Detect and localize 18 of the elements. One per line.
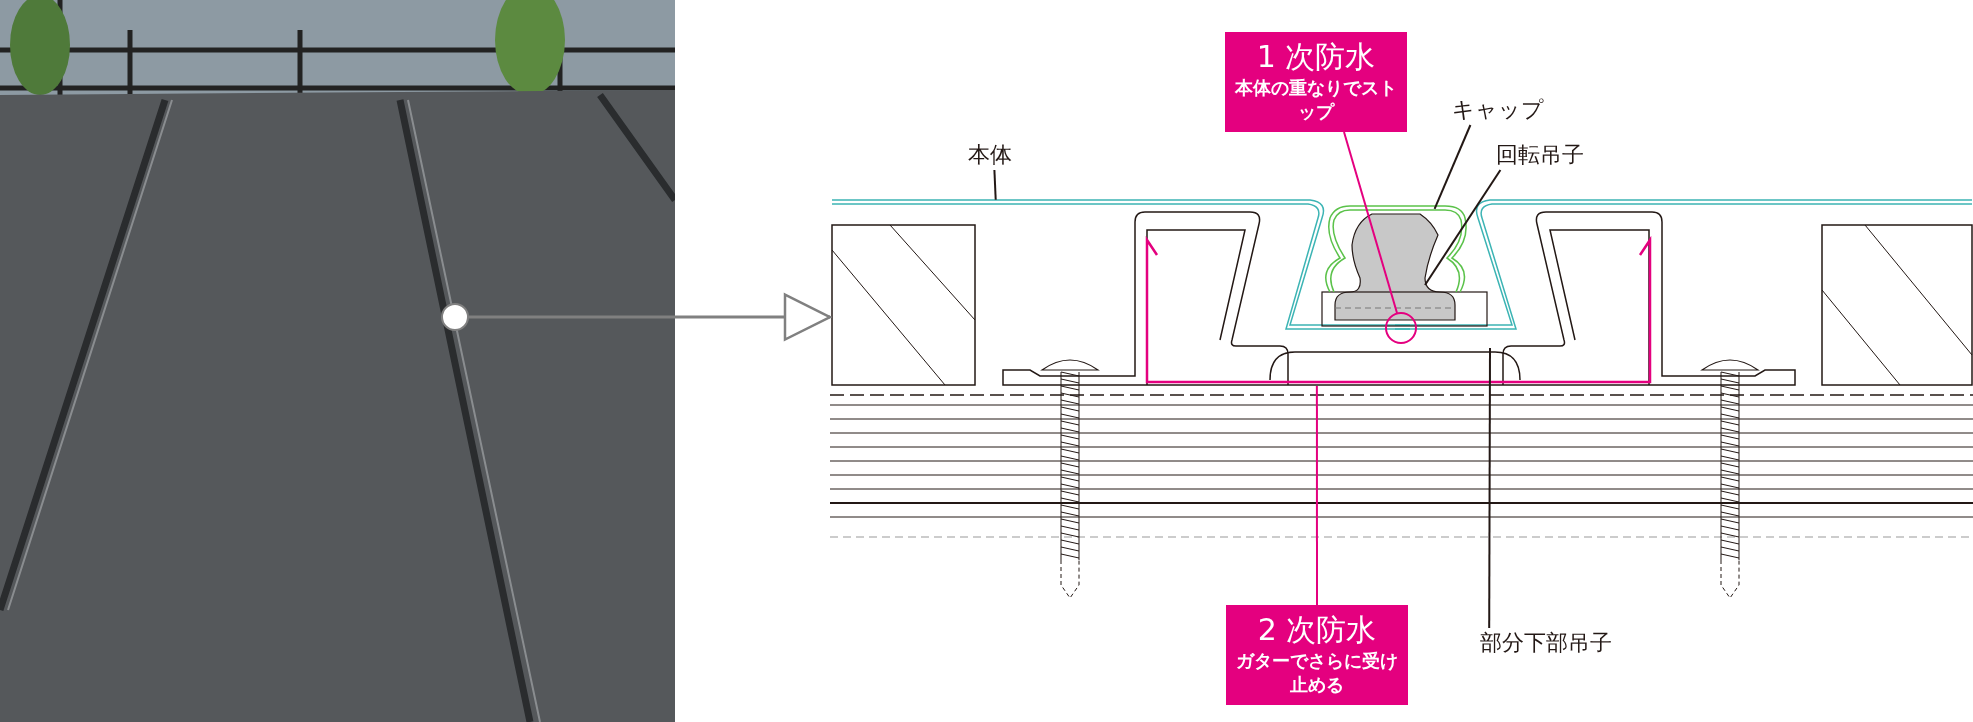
part-label: 本体 [968, 140, 1012, 170]
callout-box [1226, 605, 1408, 705]
leader-line [993, 169, 997, 201]
callout-title: 2 次防水 [1256, 611, 1378, 649]
callout-text: 本体の重なりでストップ [1234, 76, 1398, 124]
leader-line [1488, 346, 1491, 629]
callout-text: ガターでさらに受け止める [1235, 649, 1399, 697]
callout-box [1225, 32, 1407, 132]
part-label: 回転吊子 [1496, 140, 1584, 170]
leader-line [1315, 385, 1318, 606]
callout-title: 1 次防水 [1255, 38, 1377, 76]
part-label: 部分下部吊子 [1480, 628, 1612, 658]
part-label: キャップ [1452, 95, 1544, 125]
leader-line [1343, 131, 1398, 314]
leader-line [1424, 169, 1502, 286]
highlight-circle [1385, 312, 1417, 344]
arrow [469, 293, 832, 341]
leader-line [1433, 124, 1472, 210]
